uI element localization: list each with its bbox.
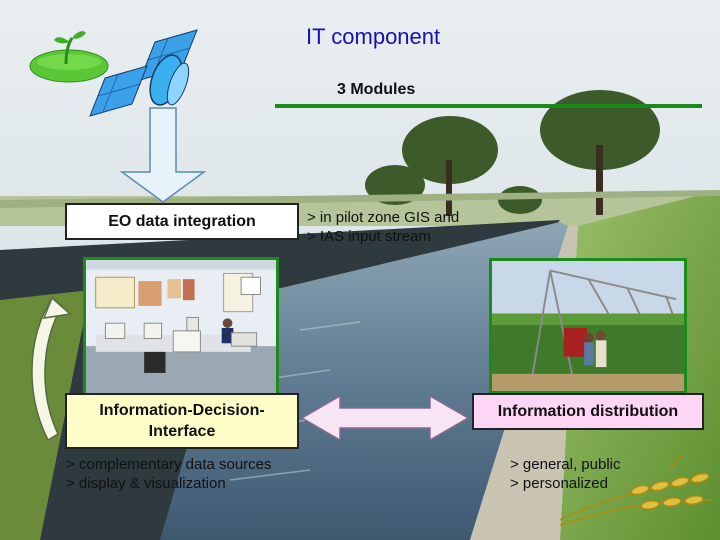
- information-distribution-label: Information distribution: [497, 403, 679, 420]
- eo-note-1: > in pilot zone GIS and: [307, 209, 460, 226]
- slide-title: IT component: [306, 24, 441, 49]
- idi-notes: > complementary data sources > display &…: [66, 455, 272, 493]
- dist-note-2: > personalized: [510, 475, 608, 492]
- irrigation-field-photo: [489, 258, 687, 394]
- title-divider: [275, 104, 702, 108]
- dist-note-1: > general, public: [510, 456, 621, 473]
- idi-note-2: > display & visualization: [66, 475, 226, 492]
- eo-data-integration-label: EO data integration: [108, 213, 256, 230]
- idi-label-line2: Interface: [148, 423, 216, 440]
- information-distribution-box: Information distribution: [472, 393, 704, 430]
- eo-data-integration-box: EO data integration: [65, 203, 299, 240]
- slide-subtitle: 3 Modules: [337, 81, 416, 98]
- eo-notes: > in pilot zone GIS and > IAS input stre…: [307, 208, 459, 246]
- idi-note-1: > complementary data sources: [66, 456, 272, 473]
- information-decision-interface-box: Information-Decision- Interface: [65, 393, 299, 449]
- office-photo: [83, 257, 279, 397]
- idi-label-line1: Information-Decision-: [99, 402, 265, 419]
- dist-notes: > general, public > personalized: [510, 455, 621, 493]
- eo-note-2: > IAS input stream: [307, 228, 431, 245]
